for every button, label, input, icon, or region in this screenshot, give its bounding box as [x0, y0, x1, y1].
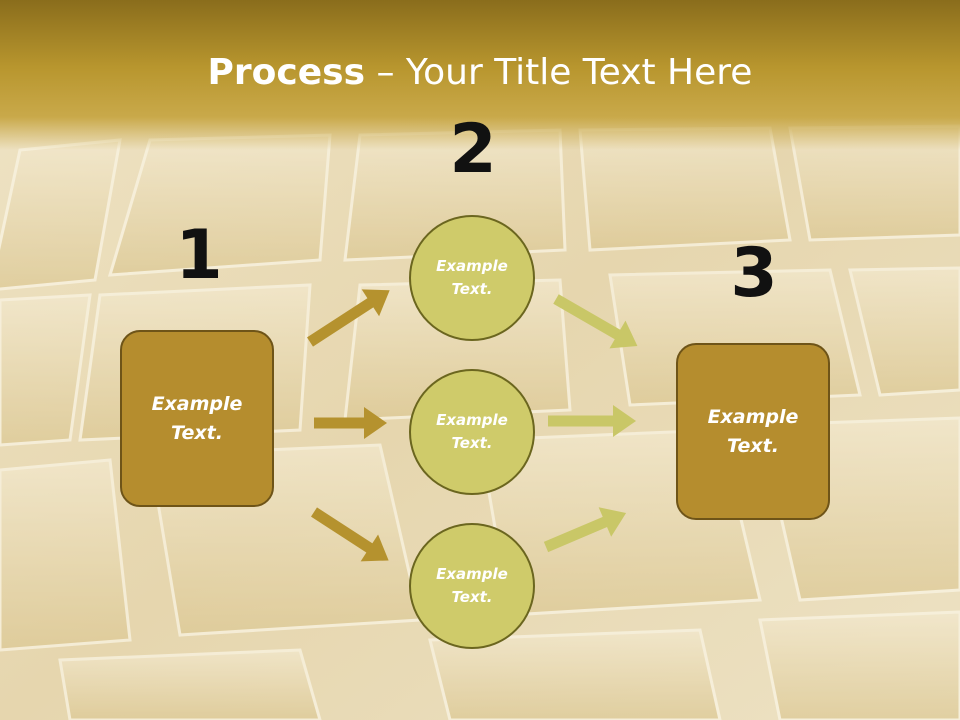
circle-2-text: Example Text.: [436, 411, 508, 452]
title-bold-part: Process: [207, 52, 366, 93]
title-band: [0, 0, 960, 150]
slide-title: Process – Your Title Text Here: [0, 52, 960, 93]
step-1-text: Example Text.: [151, 392, 243, 444]
step-number-2: 2: [449, 110, 497, 189]
arrow-to-circle-1: [307, 289, 390, 347]
arrow-to-circle-2: [314, 407, 387, 439]
circle-1-text: Example Text.: [436, 257, 508, 298]
step-2-circle-3: Example Text.: [409, 523, 535, 649]
arrow-from-circle-3: [543, 507, 627, 553]
step-3-box: Example Text.: [676, 343, 830, 520]
step-number-3: 3: [730, 234, 778, 313]
title-rest-part: – Your Title Text Here: [365, 52, 753, 93]
step-3-text: Example Text.: [707, 405, 799, 457]
step-2-circle-2: Example Text.: [409, 369, 535, 495]
circle-3-text: Example Text.: [436, 565, 508, 606]
step-2-circle-1: Example Text.: [409, 215, 535, 341]
arrow-from-circle-2: [548, 405, 636, 437]
step-1-box: Example Text.: [120, 330, 274, 507]
arrow-from-circle-1: [553, 294, 638, 349]
arrow-to-circle-3: [311, 507, 389, 562]
step-number-1: 1: [175, 216, 223, 295]
